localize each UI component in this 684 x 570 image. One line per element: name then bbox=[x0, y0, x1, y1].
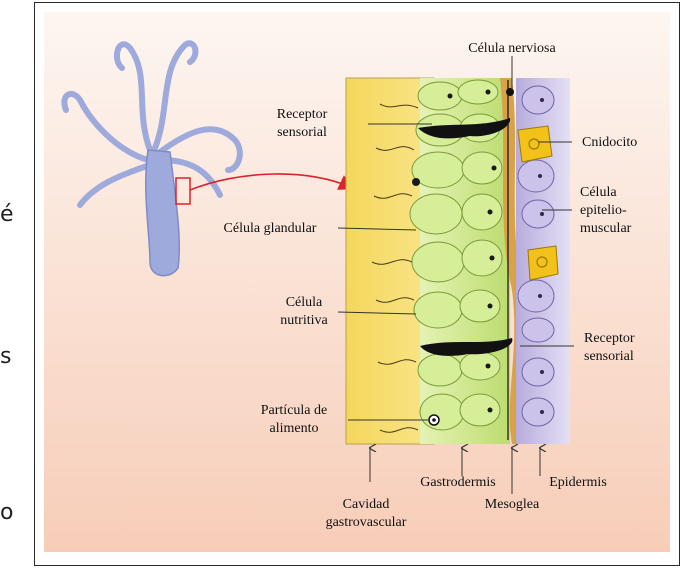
label-celula-epitelio-muscular-2: epitelio- bbox=[580, 203, 627, 218]
label-cavidad-gastrovascular-1: Cavidad bbox=[343, 497, 390, 512]
label-celula-epitelio-muscular-3: muscular bbox=[580, 221, 632, 236]
label-mesoglea: Mesoglea bbox=[485, 497, 540, 512]
label-particula-de-alimento-2: alimento bbox=[270, 421, 319, 436]
label-particula-de-alimento-1: Partícula de bbox=[261, 403, 327, 418]
label-cavidad-gastrovascular-2: gastrovascular bbox=[326, 515, 407, 530]
label-gastrodermis: Gastrodermis bbox=[420, 475, 495, 490]
label-epidermis: Epidermis bbox=[549, 475, 607, 490]
label-cnidocito: Cnidocito bbox=[582, 135, 637, 150]
tissue-section bbox=[346, 78, 570, 444]
label-celula-epitelio-muscular-1: Célula bbox=[580, 185, 617, 200]
label-receptor-sensorial-left-1: Receptor bbox=[277, 107, 328, 122]
label-celula-nerviosa: Célula nerviosa bbox=[468, 41, 556, 56]
label-receptor-sensorial-left-2: sensorial bbox=[277, 125, 327, 140]
nerve-cell bbox=[506, 88, 514, 96]
cnidocyte-cell-lower bbox=[528, 246, 558, 280]
label-celula-nutritiva-1: Célula bbox=[286, 295, 323, 310]
label-receptor-sensorial-right-2: sensorial bbox=[584, 349, 634, 364]
cnidocyte-cell-upper bbox=[518, 126, 552, 162]
label-celula-glandular: Célula glandular bbox=[224, 221, 317, 236]
label-celula-nutritiva-2: nutritiva bbox=[280, 313, 328, 328]
label-receptor-sensorial-right-1: Receptor bbox=[584, 331, 635, 346]
